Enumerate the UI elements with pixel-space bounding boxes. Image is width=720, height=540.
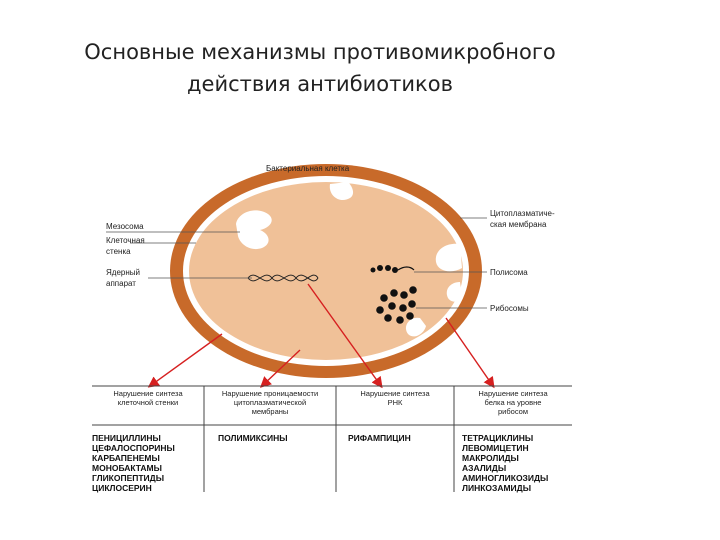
col3-header-1: Нарушение синтеза <box>360 389 430 398</box>
arrow-rna <box>307 283 383 389</box>
ribosomes <box>376 286 417 324</box>
drug-item: АМИНОГЛИКОЗИДЫ <box>462 473 548 483</box>
drug-item: АЗАЛИДЫ <box>462 463 506 473</box>
ribosomes-label: Рибосомы <box>490 304 529 313</box>
drug-item: МАКРОЛИДЫ <box>462 453 519 463</box>
membrane-fold-top <box>329 182 354 201</box>
drug-item: ПЕНИЦИЛЛИНЫ <box>92 433 161 443</box>
drug-item: МОНОБАКТАМЫ <box>92 463 162 473</box>
drug-item: ЛЕВОМИЦЕТИН <box>462 443 529 453</box>
polysome-label: Полисома <box>490 268 528 277</box>
nuclear-apparatus <box>247 274 319 282</box>
col3-header-2: РНК <box>388 398 403 407</box>
mesosome-label: Мезосома <box>106 222 144 231</box>
cell-label: Бактериальная клетка <box>266 164 350 173</box>
page-title: Основные механизмы противомикробного дей… <box>0 36 640 100</box>
nuclear-label-2: аппарат <box>106 279 136 288</box>
membrane-label-2: ская мембрана <box>490 220 547 229</box>
col4-header-3: рибосом <box>498 407 528 416</box>
col2-header-1: Нарушение проницаемости <box>222 389 318 398</box>
drug-item: КАРБАПЕНЕМЫ <box>92 453 160 463</box>
col1-header-1: Нарушение синтеза <box>113 389 183 398</box>
label-lines <box>106 217 487 309</box>
title-line-2: действия антибиотиков <box>187 72 453 96</box>
col4-header-2: белка на уровне <box>485 398 542 407</box>
cytoplasm <box>189 182 463 360</box>
col1-header-2: клеточной стенки <box>118 398 178 407</box>
drug-item: ЦИКЛОСЕРИН <box>92 483 152 493</box>
membrane-fold-upper <box>435 243 462 272</box>
drug-item: ТЕТРАЦИКЛИНЫ <box>462 433 533 443</box>
nuclear-label-1: Ядерный <box>106 268 140 277</box>
col2-header-3: мембраны <box>252 407 289 416</box>
cell-wall-label-1: Клеточная <box>106 236 145 245</box>
drug-item: ЦЕФАЛОСПОРИНЫ <box>92 443 175 453</box>
drug-item: ГЛИКОПЕПТИДЫ <box>92 473 164 483</box>
mechanism-table <box>92 385 572 492</box>
membrane-fold-bottom <box>405 317 426 337</box>
drug-item: ЛИНКОЗАМИДЫ <box>462 483 531 493</box>
mechanism-arrows <box>147 283 495 389</box>
arrow-protein <box>445 317 495 389</box>
mesosome <box>236 210 272 250</box>
col4-header-1: Нарушение синтеза <box>478 389 548 398</box>
drug-item: РИФАМПИЦИН <box>348 433 411 443</box>
title-line-1: Основные механизмы противомикробного <box>84 40 556 64</box>
membrane-fold-lower <box>446 282 462 302</box>
col2-header-2: цитоплазматической <box>234 398 306 407</box>
arrow-membrane <box>259 349 301 388</box>
arrow-cell-wall <box>147 333 223 388</box>
polysome <box>370 265 415 273</box>
cell-wall-label-2: стенка <box>106 247 131 256</box>
drug-item: ПОЛИМИКСИНЫ <box>218 433 288 443</box>
membrane-label-1: Цитоплазматиче- <box>490 209 555 218</box>
